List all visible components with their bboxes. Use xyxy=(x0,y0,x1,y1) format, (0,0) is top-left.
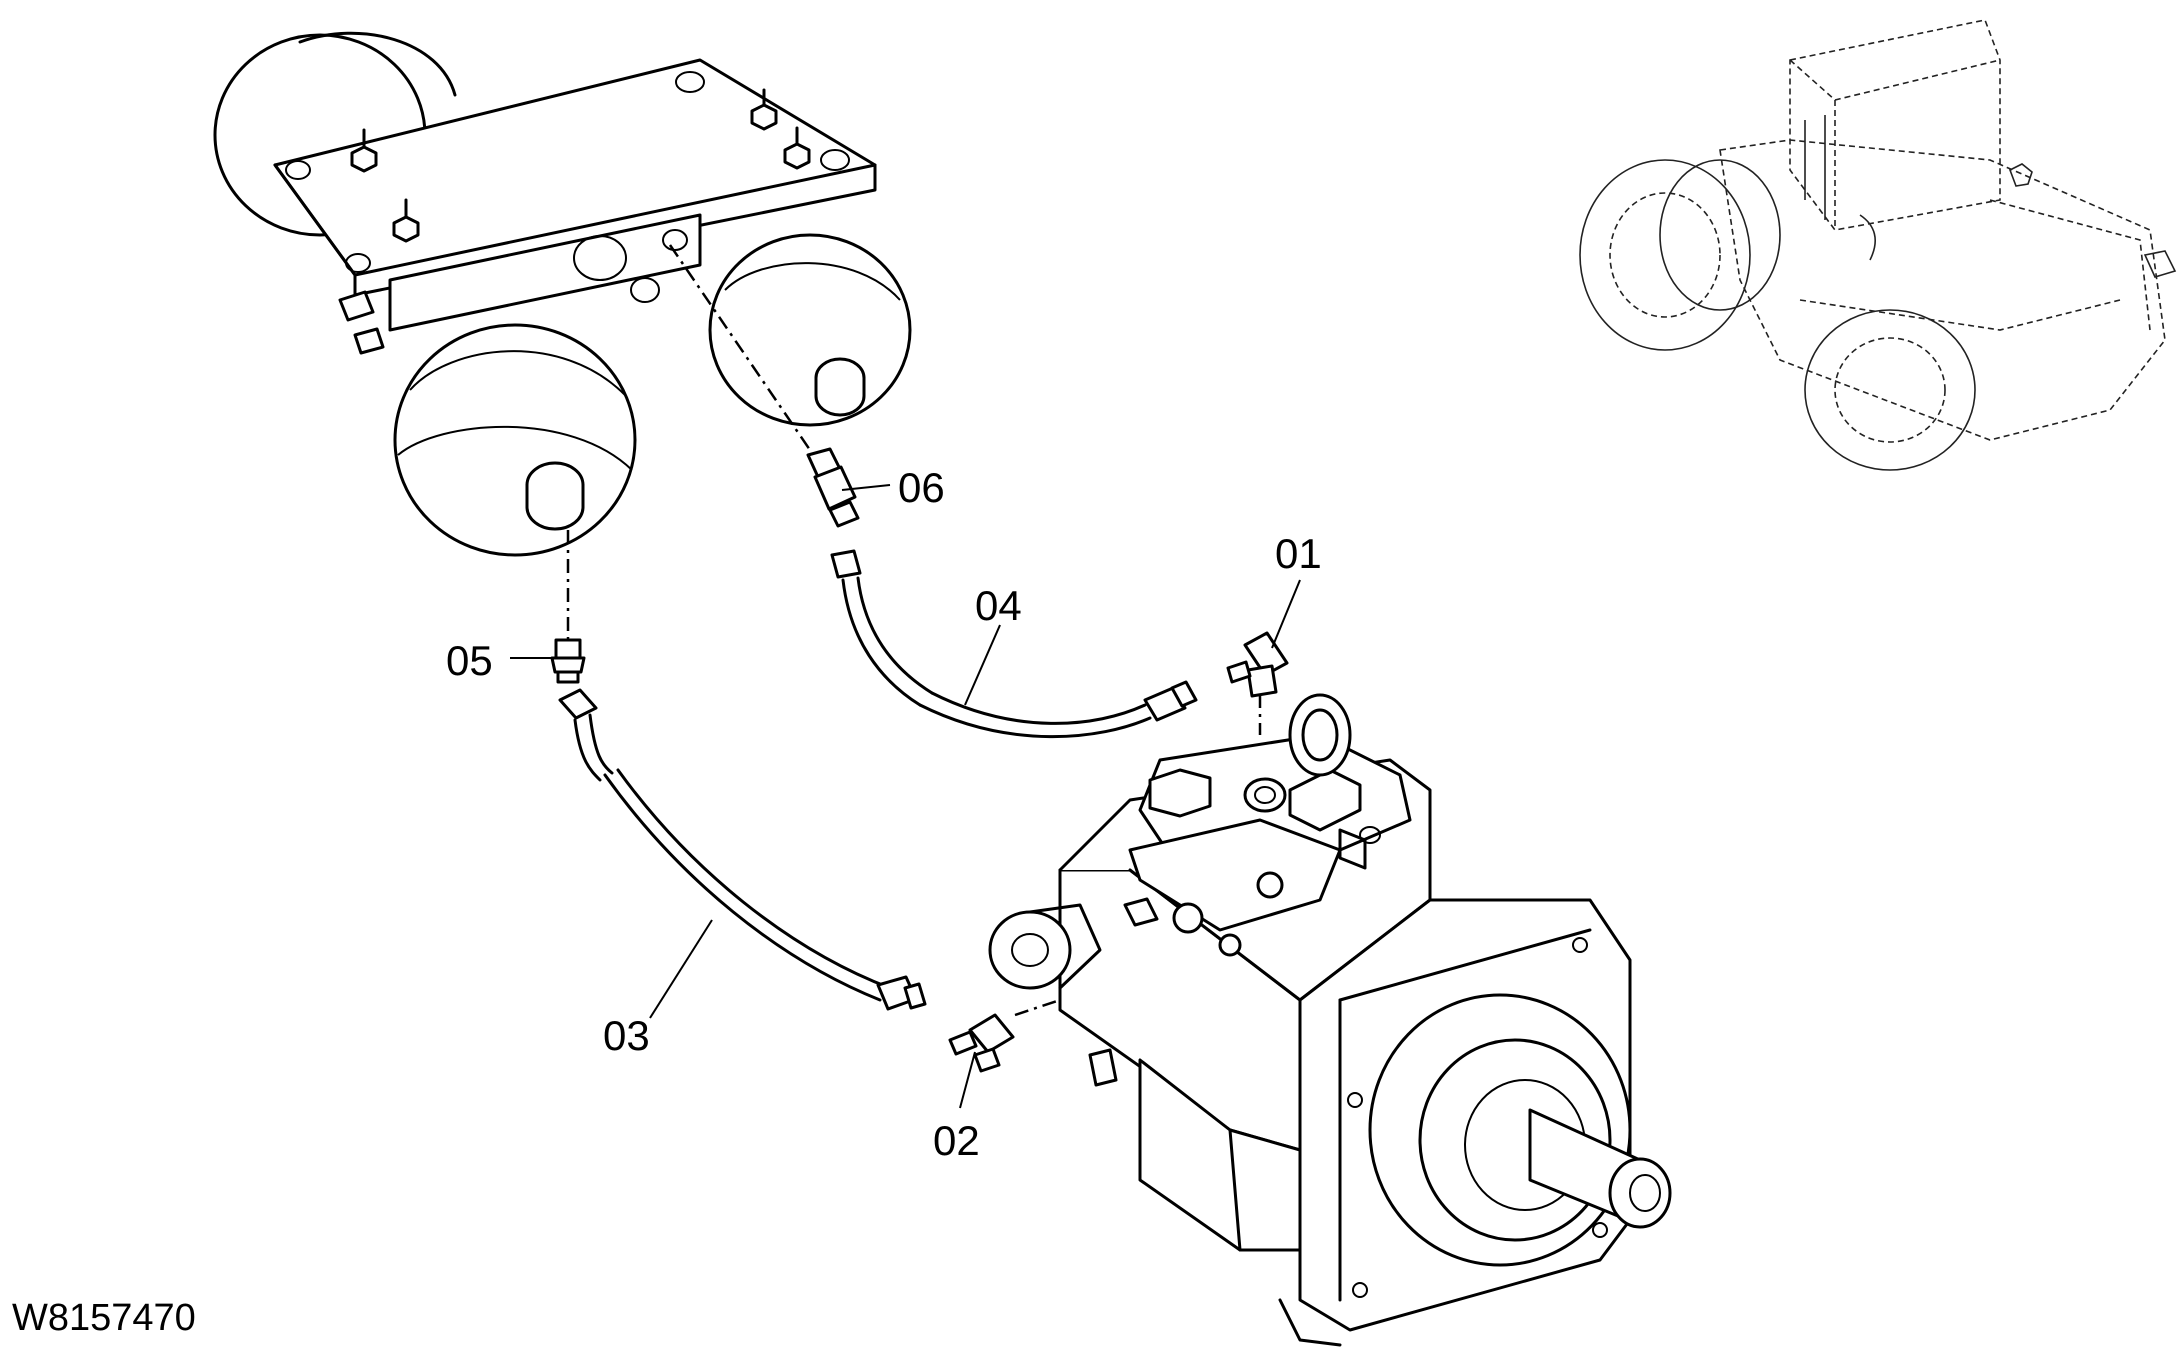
callout-03: 03 xyxy=(603,1012,650,1059)
fitting-02 xyxy=(948,1013,1015,1073)
hydraulic-pump xyxy=(988,693,1672,1347)
fitting-01 xyxy=(1226,631,1289,698)
hose-03 xyxy=(558,688,927,1011)
callout-01: 01 xyxy=(1275,530,1322,577)
fitting-06 xyxy=(806,447,860,528)
fitting-05 xyxy=(550,638,586,684)
hose-04 xyxy=(830,549,1198,739)
callout-02: 02 xyxy=(933,1117,980,1164)
callout-04: 04 xyxy=(975,582,1022,629)
machine-thumbnail xyxy=(1579,19,2177,471)
accumulator-assembly xyxy=(213,31,912,557)
callout-leaders xyxy=(510,484,1301,1109)
callout-06: 06 xyxy=(898,464,945,511)
figure-id: W8157470 xyxy=(12,1297,196,1339)
callout-05: 05 xyxy=(446,637,493,684)
